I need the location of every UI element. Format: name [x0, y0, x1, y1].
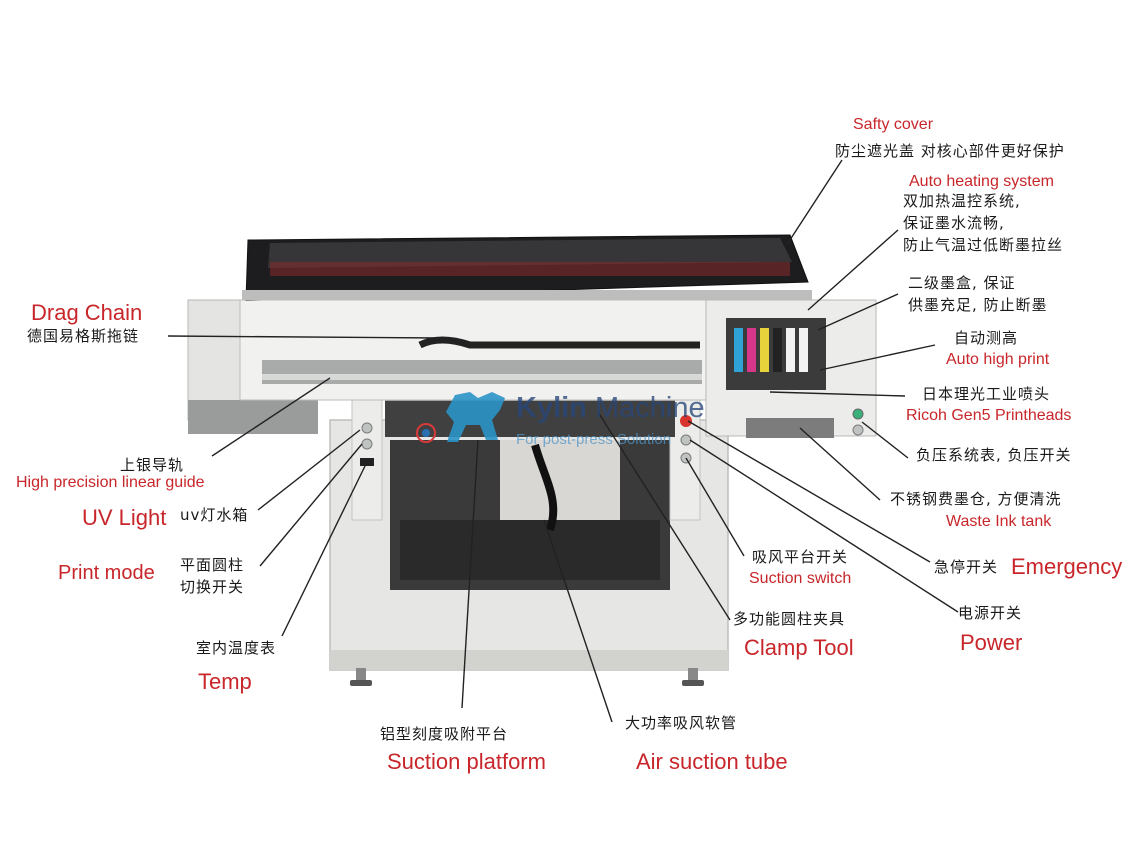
- waste-ink-tank: [746, 418, 834, 438]
- leader-linear-guide: [211, 377, 331, 457]
- safety-cover-frame: [242, 290, 812, 300]
- pressure-gauge: [852, 408, 864, 420]
- leader-drag-chain: [167, 335, 441, 339]
- temp-display: [360, 458, 374, 466]
- leader-ink-box: [817, 293, 899, 331]
- leader-clamp: [597, 411, 731, 621]
- label-print-mode-cn2: 切换开关: [180, 578, 245, 596]
- cabinet-back-panel: [500, 440, 620, 520]
- label-auto-heating-en: Auto heating system: [909, 173, 1054, 190]
- label-uv-light-en: UV Light: [82, 505, 167, 530]
- leader-suction-platform: [461, 439, 479, 709]
- label-clamp-en: Clamp Tool: [744, 635, 854, 660]
- leader-suction-switch: [685, 457, 745, 557]
- label-print-mode-en: Print mode: [58, 562, 155, 584]
- foot-right-pad: [682, 680, 704, 686]
- drag-chain: [418, 336, 700, 349]
- leader-emergency: [687, 420, 931, 563]
- linear-guide-rail: [262, 374, 702, 380]
- label-linear-guide-cn: 上银导轨: [120, 456, 185, 474]
- label-drag-chain-en: Drag Chain: [31, 300, 143, 325]
- air-suction-hose: [531, 443, 558, 532]
- label-printheads-en: Ricoh Gen5 Printheads: [906, 407, 1072, 424]
- label-waste-ink-en: Waste Ink tank: [946, 513, 1052, 530]
- label-suction-platform-cn: 铝型刻度吸附平台: [380, 725, 509, 743]
- leader-print-mode: [259, 443, 363, 567]
- safety-cover-reflection: [268, 238, 792, 268]
- watermark-tagline: For post-press Solution: [516, 431, 672, 448]
- label-ink-box-cn2: 供墨充足, 防止断墨: [908, 296, 1048, 314]
- label-clamp-cn: 多功能圆柱夹具: [733, 610, 846, 628]
- label-air-tube-cn: 大功率吸风软管: [625, 714, 738, 732]
- label-safty-cover-en: Safty cover: [853, 116, 934, 133]
- leader-auto-heating: [807, 229, 899, 311]
- control-knob-1: [361, 422, 373, 434]
- label-safty-cover-cn: 防尘遮光盖 对核心部件更好保护: [835, 142, 1065, 160]
- leader-negative-pressure: [861, 421, 909, 459]
- pressure-switch: [852, 424, 864, 436]
- main-body: [239, 299, 711, 401]
- label-suction-switch-cn: 吸风平台开关: [752, 548, 849, 566]
- power-button: [680, 434, 692, 446]
- label-waste-ink-cn: 不锈钢费墨仓, 方便清洗: [890, 490, 1062, 508]
- watermark-brand-rest: Machine: [586, 392, 705, 424]
- leader-temp: [281, 463, 367, 637]
- label-uv-light-cn: uv灯水箱: [180, 506, 249, 524]
- label-power-en: Power: [960, 630, 1023, 655]
- label-auto-high-cn: 自动测高: [954, 329, 1019, 347]
- foot-left: [356, 668, 366, 682]
- watermark-brand-bold: Kylin: [516, 392, 587, 424]
- label-auto-heating-cn2: 保证墨水流畅,: [903, 214, 1005, 232]
- label-temp-cn: 室内温度表: [196, 639, 277, 657]
- label-suction-platform-en: Suction platform: [387, 749, 546, 774]
- leader-waste-ink: [799, 427, 881, 501]
- gantry: [262, 360, 702, 384]
- leader-power: [689, 439, 959, 613]
- cabinet-floor: [400, 520, 660, 580]
- leader-lines: [167, 159, 959, 723]
- label-suction-switch-en: Suction switch: [749, 570, 852, 587]
- emergency-button: [680, 415, 692, 427]
- foot-left-pad: [350, 680, 372, 686]
- label-auto-high-en: Auto high print: [946, 351, 1050, 368]
- watermark-brand: Kylin Machine: [516, 392, 705, 425]
- leader-auto-high: [819, 344, 936, 371]
- label-printheads-cn: 日本理光工业喷头: [922, 385, 1051, 403]
- leader-air-tube: [543, 519, 613, 723]
- kylin-logo: [416, 392, 505, 443]
- label-auto-heating-cn3: 防止气温过低断墨拉丝: [903, 236, 1064, 254]
- label-print-mode-cn1: 平面圆柱: [180, 556, 245, 574]
- leader-safty-cover: [785, 159, 843, 247]
- label-power-cn: 电源开关: [958, 604, 1023, 622]
- label-negative-pressure-cn: 负压系统表, 负压开关: [916, 446, 1072, 464]
- label-temp-en: Temp: [198, 669, 252, 694]
- ink-bottles: [734, 328, 808, 372]
- label-auto-heating-cn1: 双加热温控系统,: [903, 192, 1021, 210]
- label-drag-chain-cn: 德国易格斯拖链: [27, 327, 140, 345]
- label-ink-box-cn1: 二级墨盒, 保证: [908, 274, 1016, 292]
- leader-uv-light: [257, 429, 361, 511]
- label-air-tube-en: Air suction tube: [636, 749, 788, 774]
- control-knob-2: [361, 438, 373, 450]
- label-linear-guide-en: High precision linear guide: [16, 474, 205, 491]
- foot-right: [688, 668, 698, 682]
- label-emergency-en: Emergency: [1011, 554, 1123, 579]
- printer-illustration: [187, 234, 877, 686]
- print-bed: [385, 395, 675, 437]
- cabinet-shadow: [330, 650, 728, 670]
- label-emergency-cn: 急停开关: [934, 558, 999, 576]
- safety-cover-band: [270, 262, 790, 276]
- leader-printheads: [769, 391, 906, 397]
